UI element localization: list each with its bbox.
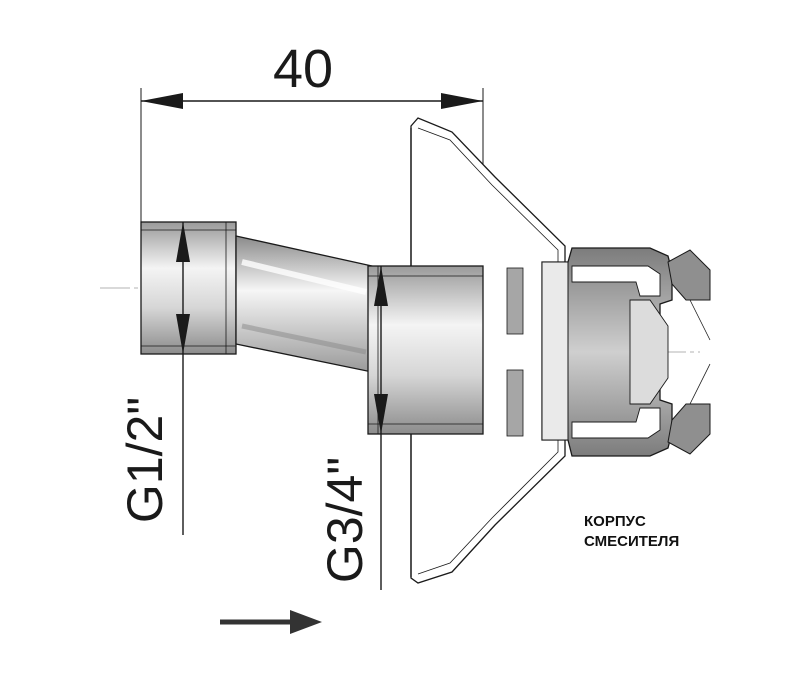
union-nut-collar xyxy=(541,261,569,441)
label-line-2: СМЕСИТЕЛЯ xyxy=(584,533,679,550)
union-nut-bore xyxy=(629,299,669,405)
mixer-body-label: КОРПУС СМЕСИТЕЛЯ xyxy=(584,513,679,550)
inlet-thread xyxy=(140,221,237,355)
flange-outline xyxy=(410,117,566,584)
wall-flange xyxy=(410,117,566,584)
mixer-body-section xyxy=(667,249,711,455)
inlet-thread-label: G1/2" xyxy=(117,397,173,523)
outlet-thread-body xyxy=(367,265,484,435)
outlet-arrowhead-bottom-icon xyxy=(374,394,388,434)
flow-arrow-head-icon xyxy=(290,610,322,634)
union-nut-inner-lower xyxy=(571,407,661,439)
flow-direction-arrow xyxy=(220,610,322,634)
gasket xyxy=(506,267,524,437)
pipe-shadow xyxy=(241,323,367,355)
mixer-body-edge-lower xyxy=(689,363,711,405)
gasket-upper xyxy=(506,267,524,335)
pipe-body xyxy=(235,235,373,373)
inlet-thread-dimension: G1/2" xyxy=(117,222,190,535)
outlet-thread-label: G3/4" xyxy=(317,457,373,583)
pipe-highlight xyxy=(241,259,367,295)
length-dimension-value: 40 xyxy=(273,39,333,99)
inlet-thread-body xyxy=(140,221,237,355)
arrowhead-left-icon xyxy=(141,93,183,109)
outlet-thread xyxy=(367,265,484,435)
outlet-thread-dimension: G3/4" xyxy=(317,266,388,590)
mixer-body-lower xyxy=(667,403,711,455)
length-dimension: 40 xyxy=(140,39,484,275)
mixer-body-edge-upper xyxy=(689,299,711,341)
union-nut xyxy=(541,247,673,457)
eccentric-pipe xyxy=(235,235,373,373)
union-nut-inner-upper xyxy=(571,265,661,297)
outlet-arrowhead-top-icon xyxy=(374,266,388,306)
label-line-1: КОРПУС xyxy=(584,513,646,530)
inlet-arrowhead-bottom-icon xyxy=(176,314,190,354)
arrowhead-right-icon xyxy=(441,93,483,109)
inlet-arrowhead-top-icon xyxy=(176,222,190,262)
gasket-lower xyxy=(506,369,524,437)
mixer-body-upper xyxy=(667,249,711,301)
